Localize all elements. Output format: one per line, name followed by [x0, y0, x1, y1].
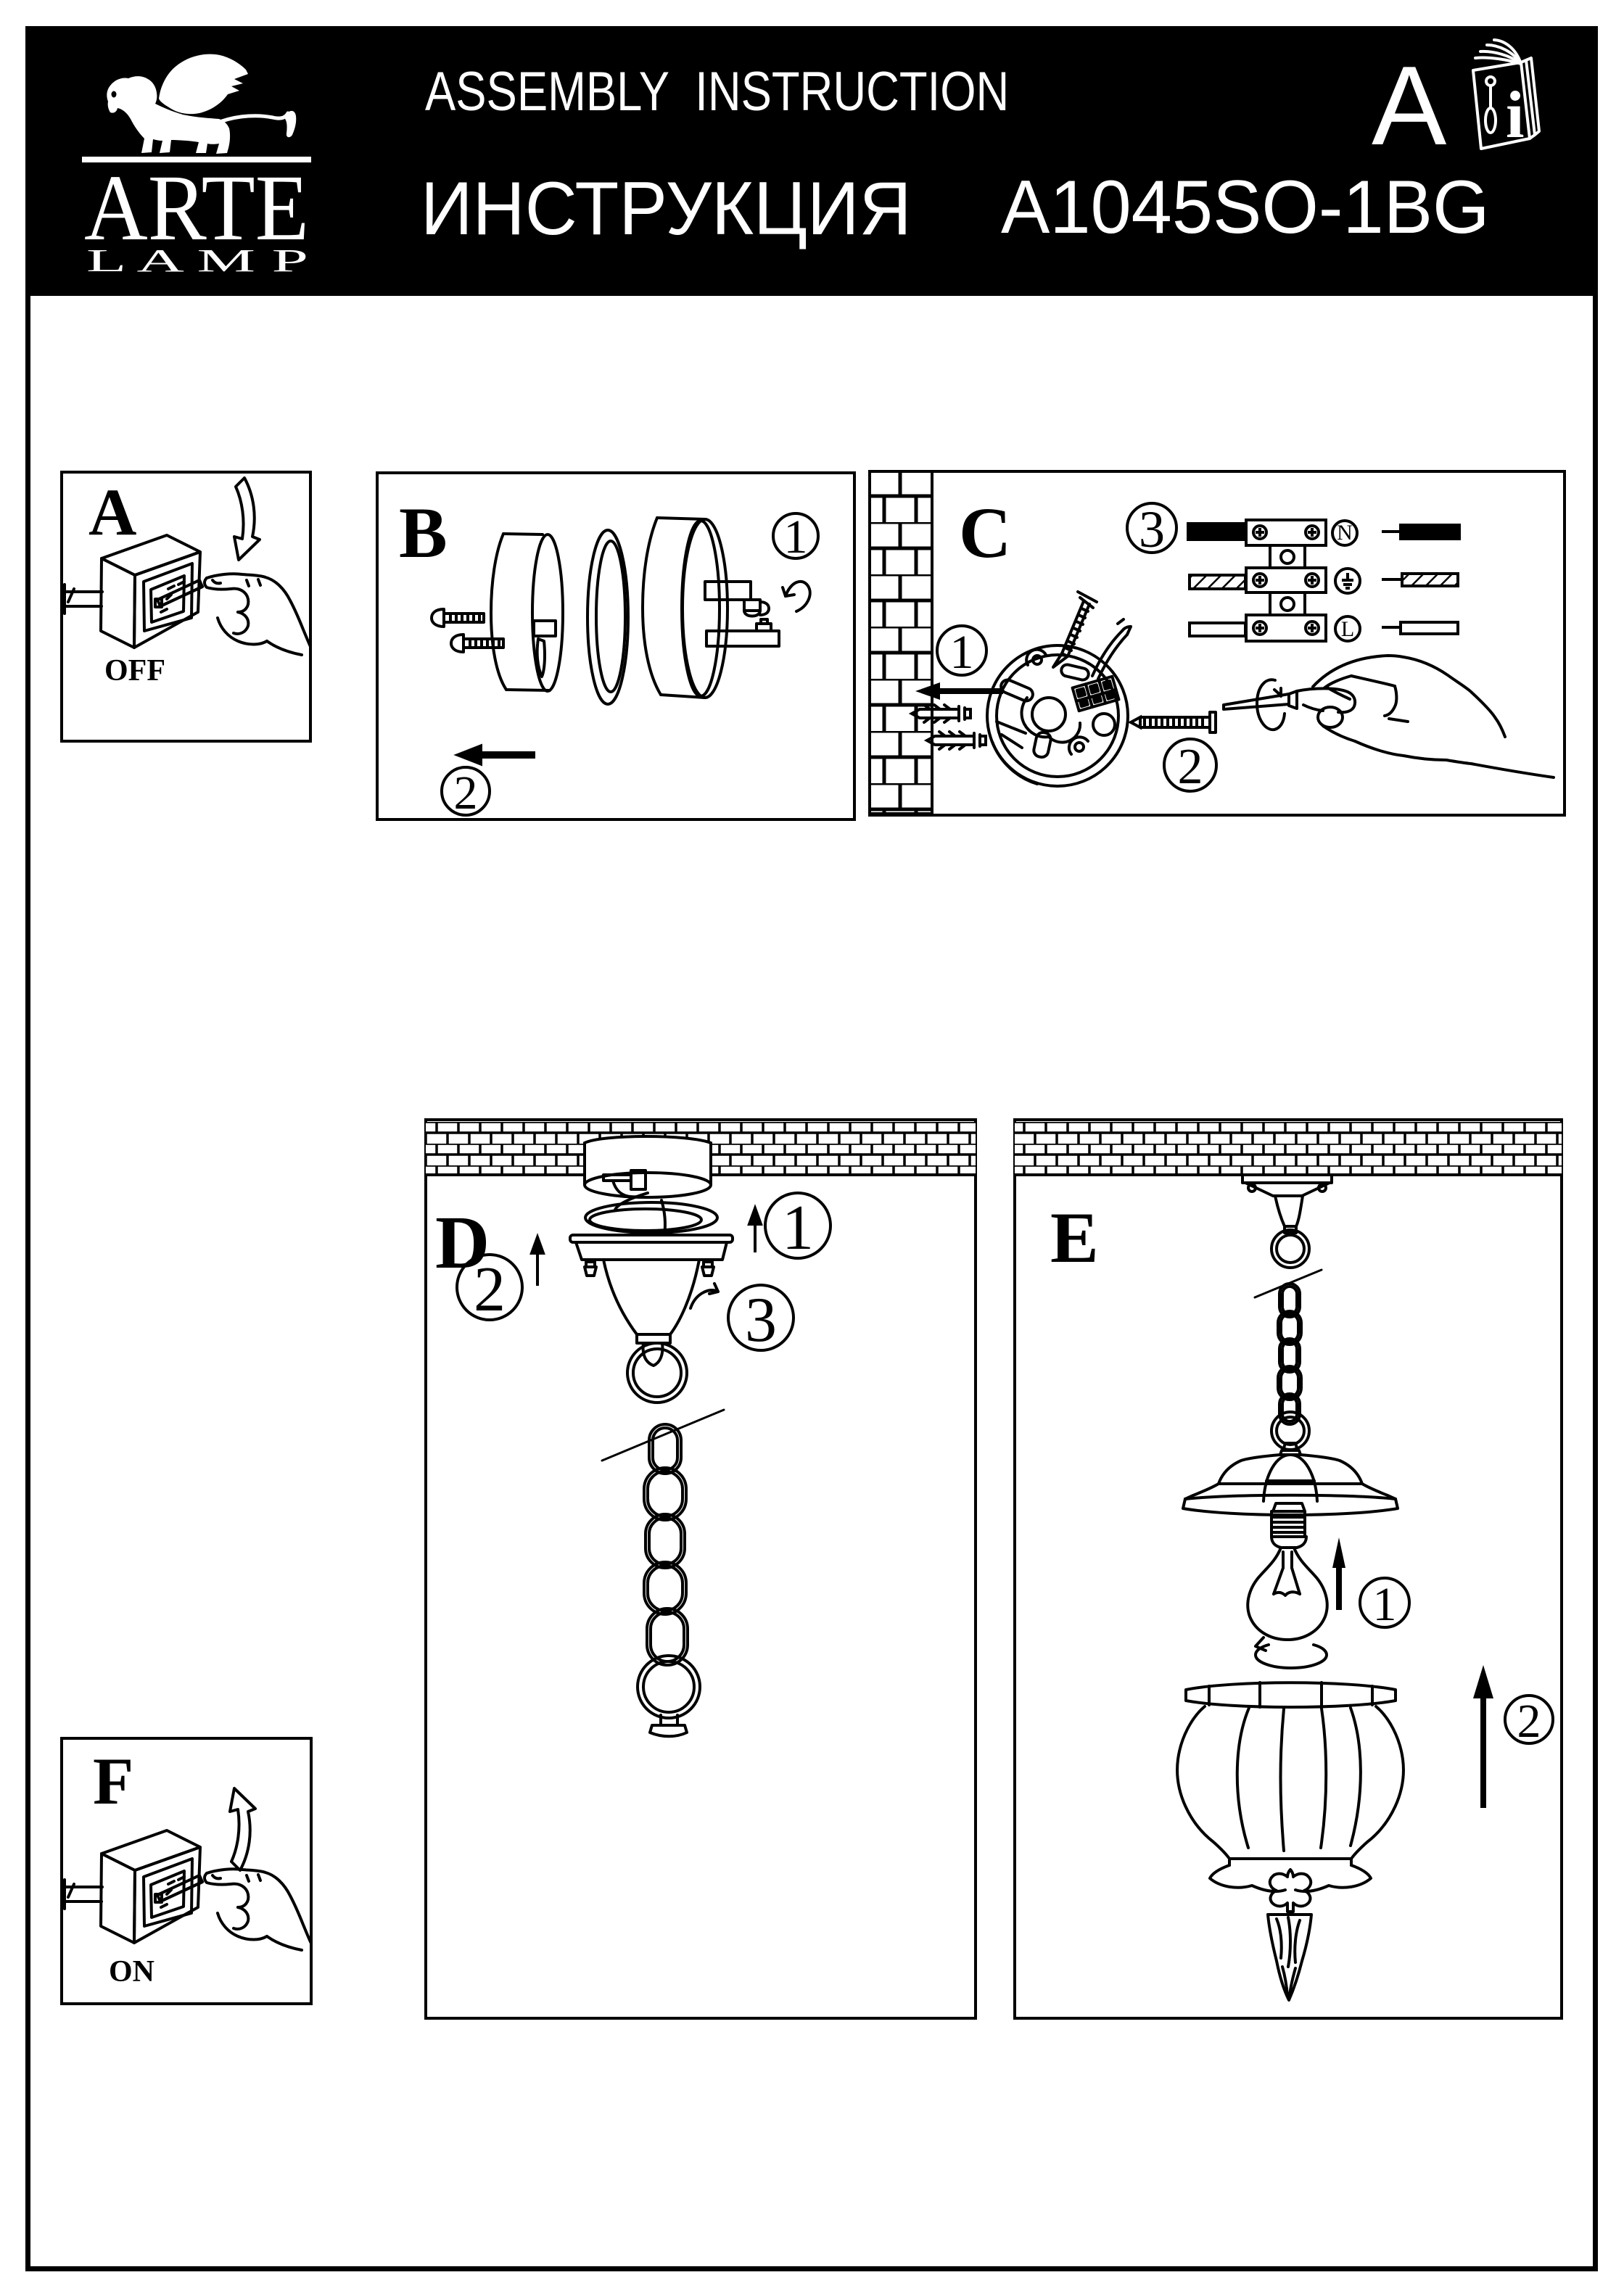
svg-text:1: 1: [784, 511, 808, 563]
svg-text:2: 2: [1517, 1695, 1541, 1748]
svg-text:3: 3: [1139, 500, 1165, 558]
svg-text:B: B: [399, 492, 448, 573]
svg-text:F: F: [93, 1744, 133, 1818]
svg-text:2: 2: [1178, 739, 1203, 795]
svg-text:3: 3: [745, 1285, 777, 1355]
svg-text:E: E: [1050, 1197, 1099, 1278]
svg-text:OFF: OFF: [104, 654, 165, 687]
svg-text:C: C: [959, 492, 1011, 573]
svg-text:1: 1: [1373, 1578, 1397, 1631]
svg-text:1: 1: [782, 1193, 814, 1263]
svg-text:2: 2: [474, 1255, 506, 1325]
svg-text:2: 2: [454, 767, 478, 819]
svg-text:L: L: [1341, 617, 1354, 641]
svg-text:i: i: [1506, 78, 1525, 152]
svg-text:1: 1: [950, 626, 974, 679]
svg-text:L A M P: L A M P: [86, 243, 308, 278]
svg-text:N: N: [1337, 521, 1353, 545]
svg-text:A: A: [88, 475, 136, 549]
svg-text:ARTE: ARTE: [84, 156, 309, 260]
svg-text:ON: ON: [109, 1955, 154, 1989]
